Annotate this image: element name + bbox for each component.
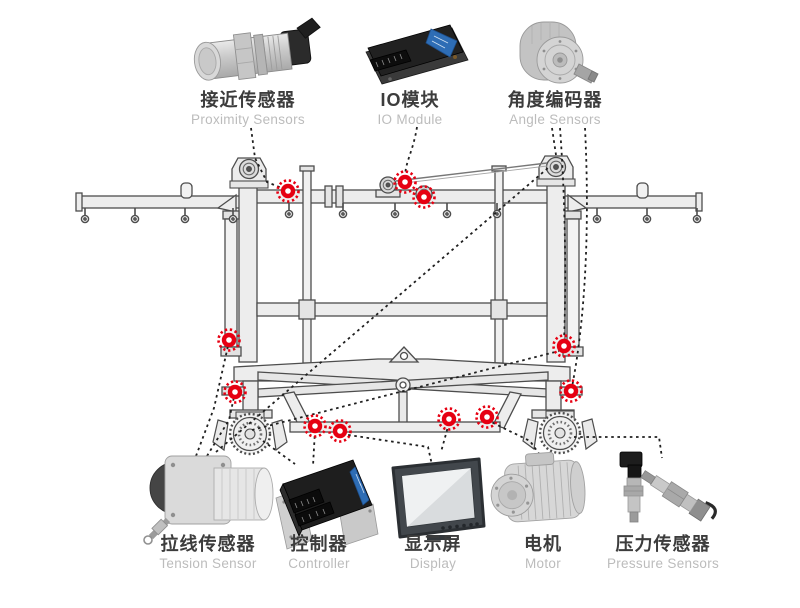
label-tension-zh: 拉线传感器 xyxy=(160,534,256,554)
pulley-right-tower xyxy=(536,155,576,187)
angle-encoder-image xyxy=(519,21,599,84)
tower-right xyxy=(546,177,566,363)
cable xyxy=(395,162,548,182)
machine-frame xyxy=(75,155,703,456)
install-point-marker xyxy=(217,328,241,352)
install-point-marker xyxy=(552,334,576,358)
proximity-sensor-image xyxy=(193,17,321,81)
install-point-marker xyxy=(328,419,352,443)
callout-line xyxy=(571,127,588,388)
inner-post-right xyxy=(494,167,504,364)
pressure-sensors-image xyxy=(619,451,717,523)
label-controller: 控制器 Controller xyxy=(288,534,350,572)
label-angle-encoder-zh: 角度编码器 xyxy=(507,90,603,110)
controller-image xyxy=(275,459,379,550)
callout-line xyxy=(250,127,285,190)
pulley-left-tower xyxy=(229,157,269,189)
callout-line xyxy=(440,422,450,453)
install-point-marker xyxy=(412,185,436,209)
callout-line xyxy=(195,345,229,457)
install-point-marker xyxy=(223,380,247,404)
display-image xyxy=(391,457,486,540)
install-point-markers xyxy=(217,170,583,443)
io-module-image xyxy=(365,24,469,85)
inner-post-left xyxy=(302,167,312,364)
label-controller-zh: 控制器 xyxy=(290,534,348,554)
callout-line xyxy=(559,127,567,342)
boom-left xyxy=(77,195,243,209)
label-motor-zh: 电机 xyxy=(524,534,562,554)
label-io-module-en: IO Module xyxy=(377,111,443,127)
install-point-marker xyxy=(437,407,461,431)
drive-wheel-left xyxy=(211,410,289,456)
callout-line xyxy=(551,127,557,156)
callout-lines xyxy=(195,126,663,467)
label-motor: 电机 Motor xyxy=(524,534,562,572)
install-point-marker xyxy=(475,405,499,429)
install-point-marker xyxy=(559,379,583,403)
label-angle-encoder-en: Angle Sensors xyxy=(509,111,601,127)
label-proximity: 接近传感器 Proximity Sensors xyxy=(191,90,305,128)
cylinder-right xyxy=(566,218,580,348)
callout-line xyxy=(262,440,296,465)
callout-line xyxy=(206,396,235,457)
label-motor-en: Motor xyxy=(524,555,561,571)
install-point-marker xyxy=(303,414,327,438)
label-tension: 拉线传感器 Tension Sensor xyxy=(159,534,256,572)
label-angle-encoder: 角度编码器 Angle Sensors xyxy=(508,90,603,128)
tower-left xyxy=(238,179,258,363)
label-io-module: IO模块 IO Module xyxy=(378,90,443,128)
label-tension-en: Tension Sensor xyxy=(159,555,257,571)
cylinder-left xyxy=(224,218,238,348)
label-display-en: Display xyxy=(409,555,457,571)
install-point-marker xyxy=(276,179,300,203)
crossbar xyxy=(256,302,548,317)
label-proximity-zh: 接近传感器 xyxy=(200,90,296,110)
label-proximity-en: Proximity Sensors xyxy=(191,111,305,127)
label-pressure: 压力传感器 Pressure Sensors xyxy=(607,534,719,572)
install-point-marker xyxy=(393,170,417,194)
tension-sensor-image xyxy=(143,455,274,545)
label-controller-en: Controller xyxy=(288,555,350,571)
motor-image xyxy=(490,451,586,523)
label-display-zh: 显示屏 xyxy=(404,534,462,554)
label-pressure-en: Pressure Sensors xyxy=(606,555,720,571)
callout-line xyxy=(341,433,433,466)
label-display: 显示屏 Display xyxy=(405,534,462,572)
label-pressure-zh: 压力传感器 xyxy=(615,534,711,554)
label-io-module-zh: IO模块 xyxy=(380,90,440,110)
callout-line xyxy=(215,167,549,453)
